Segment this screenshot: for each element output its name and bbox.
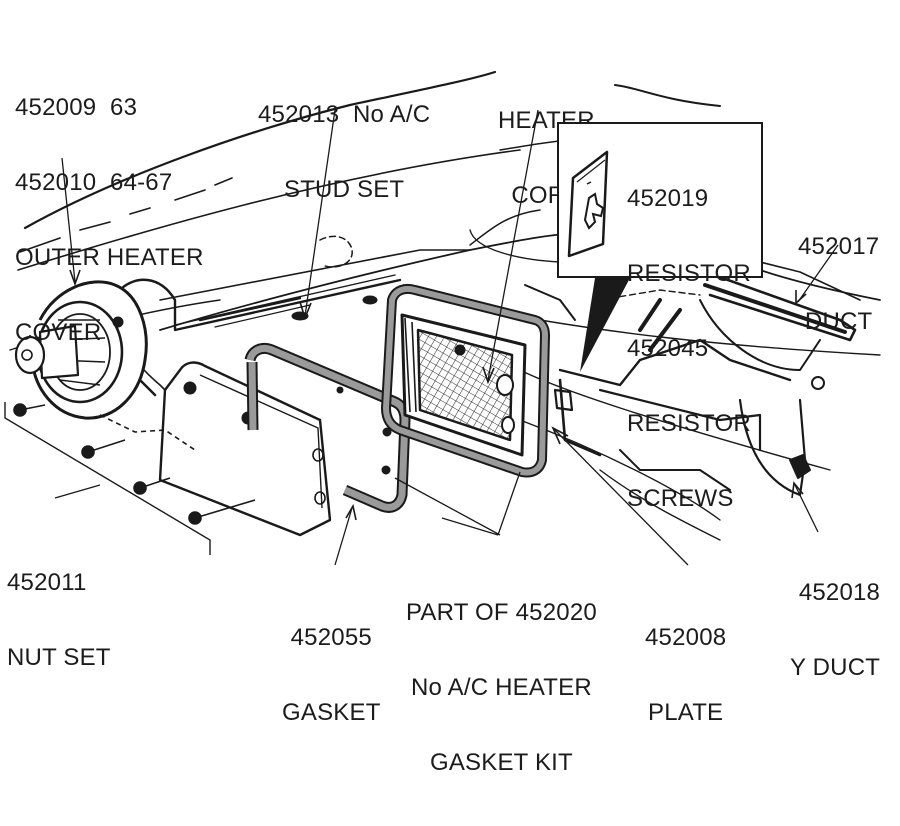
callout-outer-heater-cover: 452009 63 452010 64-67 OUTER HEATER COVE… <box>15 45 204 395</box>
gasket <box>244 342 411 513</box>
callout-resistor: 452019 RESISTOR 452045 RESISTOR SCREWS <box>627 136 751 561</box>
callout-stud-set: 452013 No A/C STUD SET <box>258 52 430 252</box>
callout-line: DUCT <box>804 308 873 335</box>
callout-nut-set: 452011 NUT SET <box>7 520 111 720</box>
callout-line: 452045 <box>627 335 709 362</box>
nut-set-bracket <box>4 402 211 555</box>
heater-core <box>381 283 550 478</box>
callout-line: Y DUCT <box>790 654 881 681</box>
diagram-artwork <box>4 70 881 566</box>
callout-line: OUTER HEATER <box>15 244 204 271</box>
callout-line: 452018 <box>798 579 881 606</box>
callout-line: GASKET KIT <box>429 749 573 776</box>
callout-line: 452013 No A/C <box>258 101 431 128</box>
callout-line: NUT SET <box>7 644 111 671</box>
callout-line: COVER <box>15 319 102 346</box>
callout-line: 452055 <box>290 624 372 651</box>
resistor-pointer <box>580 278 630 372</box>
callout-line: SCREWS <box>627 485 734 512</box>
callout-line: 452008 <box>645 624 727 651</box>
duct-assembly <box>524 249 861 497</box>
callout-line: 452010 64-67 <box>15 169 173 196</box>
outer-heater-cover <box>14 280 148 420</box>
callout-line: RESISTOR <box>627 410 751 437</box>
callout-line: 452011 <box>7 569 87 596</box>
callout-line: PLATE <box>648 699 724 726</box>
heater-diagram: 452009 63 452010 64-67 OUTER HEATER COVE… <box>4 45 881 775</box>
callout-line: 452009 63 <box>15 94 138 121</box>
callout-line: 452017 <box>798 233 880 260</box>
callout-duct: 452017 DUCT <box>798 184 879 384</box>
callout-line: RESISTOR <box>627 260 751 287</box>
callout-line: PART OF 452020 <box>406 599 597 626</box>
callout-line: GASKET <box>282 699 381 726</box>
callout-plate: 452008 PLATE <box>645 575 726 775</box>
callout-gasket-kit: PART OF 452020 No A/C HEATER GASKET KIT <box>406 550 597 825</box>
lower-cover-plate <box>99 361 332 537</box>
nuts <box>13 403 256 525</box>
leader-lines <box>54 109 839 566</box>
resistor-inset: 452019 RESISTOR 452045 RESISTOR SCREWS <box>557 122 763 511</box>
callout-line: STUD SET <box>283 176 405 203</box>
callout-y-duct: 452018 Y DUCT <box>790 530 880 730</box>
callout-line: No A/C HEATER <box>411 674 592 701</box>
resistor-icon <box>567 150 609 258</box>
callout-line: 452019 <box>627 185 709 212</box>
callout-gasket: 452055 GASKET <box>282 575 381 775</box>
